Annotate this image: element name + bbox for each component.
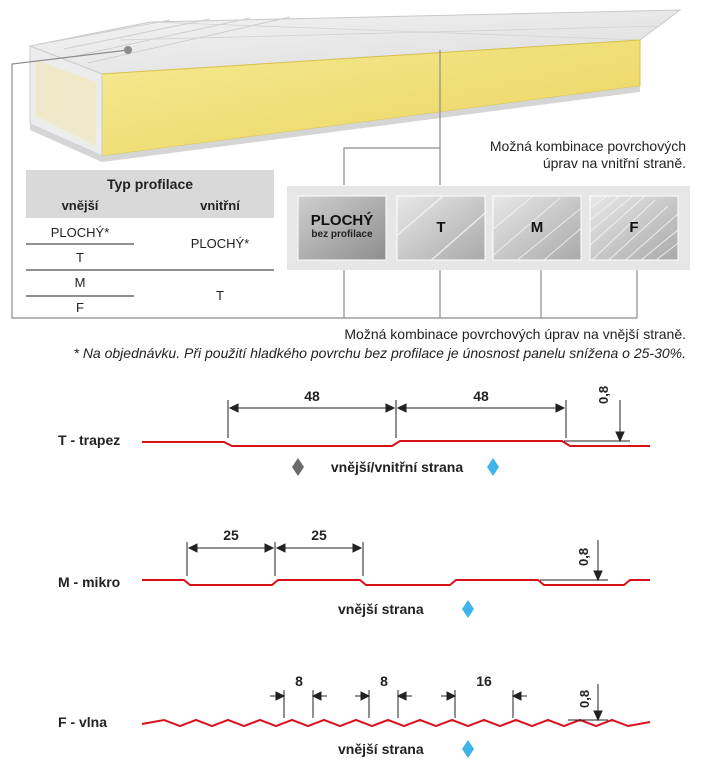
mikro-dim2: 25 bbox=[311, 527, 327, 543]
tile-flat-subtitle: bez profilace bbox=[311, 229, 373, 240]
profile-vlna bbox=[141, 684, 651, 758]
table-rules bbox=[26, 243, 274, 297]
trapez-name: T - trapez bbox=[58, 432, 121, 448]
tile-f bbox=[589, 195, 679, 261]
inner-side-note-line2: úprav na vnitřní straně. bbox=[542, 155, 686, 171]
vlna-name: F - vlna bbox=[58, 714, 108, 730]
sandwich-panel-illustration bbox=[28, 9, 682, 162]
vlna-dim3: 16 bbox=[476, 673, 492, 689]
trapez-profile-line bbox=[142, 440, 650, 447]
inner-side-note-line1: Možná kombinace povrchových bbox=[489, 138, 686, 154]
trapez-dim1: 48 bbox=[304, 388, 320, 404]
mikro-name: M - mikro bbox=[58, 574, 121, 590]
tile-f-label: F bbox=[629, 219, 639, 236]
profile-type-table: Typ profilace vnější vnitřní PLOCHÝ* T M… bbox=[26, 170, 274, 320]
tile-flat bbox=[297, 195, 387, 261]
trapez-side-label: vnější/vnitřní strana bbox=[330, 459, 464, 475]
tile-flat-title: PLOCHÝ bbox=[310, 212, 374, 229]
tile-t bbox=[396, 195, 486, 261]
table-cell-outer: PLOCHÝ* bbox=[50, 225, 110, 240]
table-col-inner: vnitřní bbox=[200, 198, 240, 213]
table-title: Typ profilace bbox=[106, 176, 194, 192]
table-cell-inner: T bbox=[216, 288, 224, 303]
profile-trapez bbox=[142, 400, 650, 476]
table-header-bg bbox=[26, 170, 274, 218]
mikro-profile-line bbox=[142, 579, 650, 586]
footnote: * Na objednávku. Při použití hladkého po… bbox=[73, 345, 686, 361]
connector-lines bbox=[11, 49, 638, 319]
tile-m-label: M bbox=[530, 219, 544, 236]
vlna-dim1: 8 bbox=[295, 673, 303, 689]
diamond-blue-icon bbox=[462, 740, 474, 758]
table-cell-outer: T bbox=[76, 250, 84, 265]
outer-side-note: Možná kombinace povrchových úprav na vně… bbox=[344, 326, 686, 342]
tile-flat-label: PLOCHÝ bez profilace bbox=[298, 212, 386, 240]
trapez-thickness: 0,8 bbox=[596, 385, 611, 404]
diamond-blue-icon bbox=[487, 458, 499, 476]
table-col-outer: vnější bbox=[61, 198, 99, 213]
table-cell-outer: F bbox=[76, 300, 84, 315]
mikro-dim1: 25 bbox=[223, 527, 239, 543]
trapez-dim2: 48 bbox=[473, 388, 489, 404]
table-cell-inner: PLOCHÝ* bbox=[190, 236, 250, 251]
table-cell-outer: M bbox=[74, 275, 86, 290]
diamond-blue-icon bbox=[462, 600, 474, 618]
tile-t-label: T bbox=[436, 219, 446, 236]
mikro-thickness: 0,8 bbox=[576, 547, 591, 566]
vlna-thickness: 0,8 bbox=[577, 689, 592, 708]
vlna-profile-line bbox=[141, 718, 651, 728]
vlna-dim2: 8 bbox=[380, 673, 388, 689]
vlna-side-label: vnější strana bbox=[338, 741, 424, 757]
diamond-gray-icon bbox=[292, 458, 304, 476]
mikro-side-label: vnější strana bbox=[338, 601, 424, 617]
profile-mikro bbox=[142, 540, 650, 618]
inner-side-note: Možná kombinace povrchových úprav na vni… bbox=[440, 138, 686, 172]
